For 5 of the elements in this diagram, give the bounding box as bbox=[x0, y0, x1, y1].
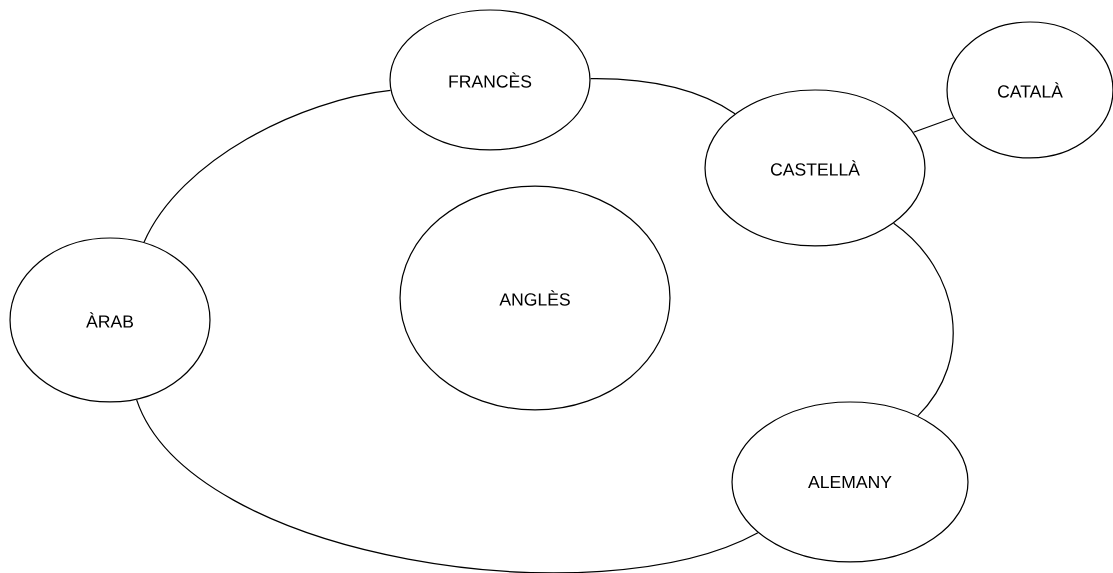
connector-line bbox=[912, 117, 955, 133]
connector-line bbox=[135, 399, 759, 573]
connector-line bbox=[589, 78, 736, 115]
connector-line bbox=[143, 89, 392, 243]
connector-line bbox=[893, 222, 954, 417]
